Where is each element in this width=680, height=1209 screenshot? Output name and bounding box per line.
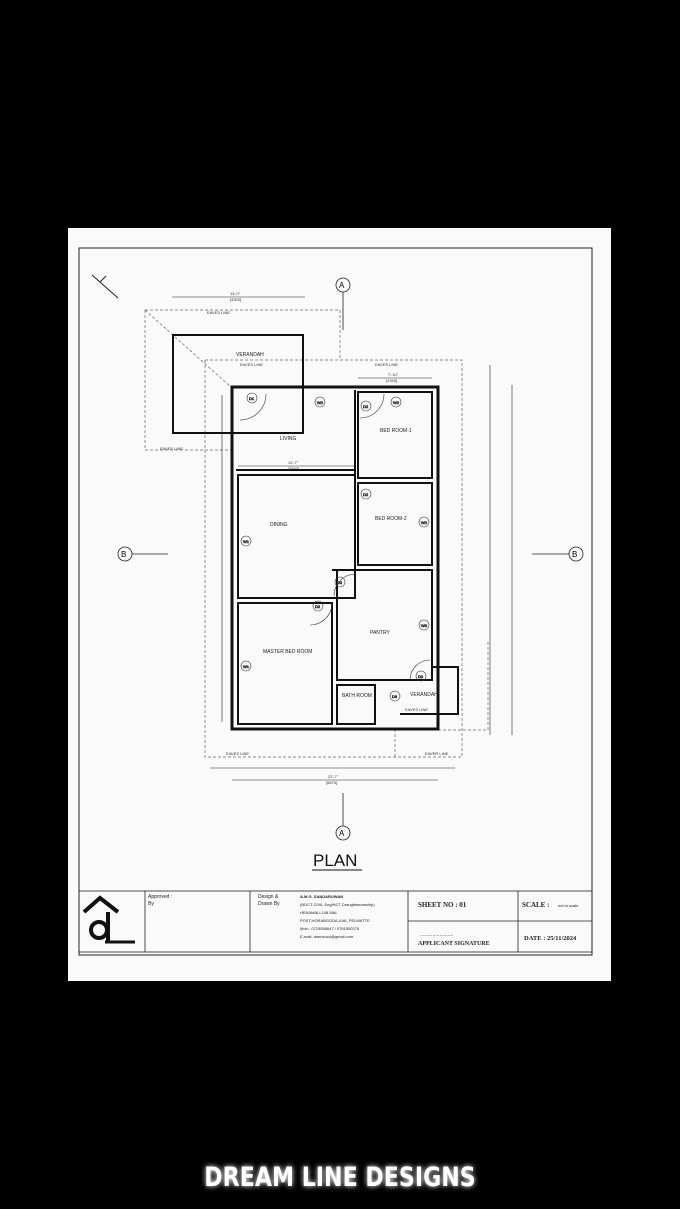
- section-a-bottom: A: [339, 829, 345, 838]
- svg-text:D1: D1: [249, 396, 255, 401]
- sheet-number: SHEET NO : 01: [418, 901, 467, 909]
- designer-name: A.M.G. SANDARUWAN: [300, 894, 344, 899]
- approved-label: Approved :: [148, 894, 173, 900]
- dim-text: 7'-10": [388, 372, 399, 377]
- door-swings: [239, 393, 431, 681]
- eaves-label: EAVES LINE: [240, 362, 263, 367]
- dimension-lines: [172, 296, 513, 781]
- dim-text: [2340]: [386, 378, 397, 383]
- drawn-label: Drawn By: [258, 901, 280, 907]
- section-b-right: B: [572, 550, 577, 559]
- room-master: MASTER BED ROOM: [263, 649, 312, 655]
- by-label: By: [148, 901, 154, 907]
- drawing-sheet: [68, 228, 611, 981]
- dim-text: 12'-7": [288, 460, 299, 465]
- room-bath: BATH ROOM: [342, 693, 372, 699]
- room-bed2: BED ROOM-2: [375, 516, 407, 522]
- sheet-border: [78, 247, 593, 956]
- eaves-label: EAVES LINE: [375, 362, 398, 367]
- svg-text:W1: W1: [243, 664, 250, 669]
- mobile: Mob:- 0715556647 / 0781500275: [300, 926, 360, 931]
- address-line1: HENAMALL148 MAL: [300, 910, 338, 915]
- company-logo: [82, 895, 135, 944]
- svg-text:D2: D2: [363, 492, 369, 497]
- svg-text:W3: W3: [421, 623, 428, 628]
- dim-text: [3860]: [288, 466, 299, 471]
- room-verandah-front: VERANDAH: [236, 352, 264, 358]
- dim-text: 22'-7": [328, 774, 339, 779]
- date: DATE : 25/11/2024: [524, 935, 577, 942]
- svg-text:D2: D2: [418, 674, 424, 679]
- svg-text:D3: D3: [392, 694, 398, 699]
- svg-text:W1: W1: [243, 539, 250, 544]
- design-label: Design &: [258, 894, 279, 900]
- room-bed1: BED ROOM-1: [380, 428, 412, 434]
- address-line2: POST,HORABGODA,UVA, PELWATTE.: [300, 918, 371, 923]
- svg-text:D2: D2: [363, 404, 369, 409]
- room-living: LIVING: [280, 436, 297, 442]
- signature-line: ........................: [420, 932, 454, 938]
- section-markers: [117, 277, 584, 841]
- svg-text:W2: W2: [317, 400, 324, 405]
- scale-label: SCALE :: [522, 901, 550, 909]
- dim-text: [4300]: [230, 297, 241, 302]
- north-arrow-icon: [91, 274, 119, 299]
- eaves-label: EAVES LINE: [160, 446, 183, 451]
- dim-text: 14'-0": [230, 291, 241, 296]
- email: E-mail- dsensucd@gmail.com: [300, 934, 354, 939]
- applicant-signature-label: APPLICANT SIGNATURE: [418, 941, 490, 947]
- room-pantry: PANTRY: [370, 630, 390, 636]
- window-markers: D1 W2 D2 W2 D2 W2 W1 D2 D2 W3 W1 D2 D3: [240, 392, 430, 702]
- svg-text:D2: D2: [315, 604, 321, 609]
- dim-text: [6875]: [326, 780, 337, 785]
- section-a-top: A: [339, 281, 345, 290]
- eaves-label: EAVER LINE: [425, 751, 449, 756]
- scale-value: not to scale: [558, 903, 579, 908]
- eaves-label: EAVES LINE: [405, 707, 428, 712]
- title-block: [78, 890, 593, 953]
- section-b-left: B: [121, 550, 126, 559]
- eaves-label: EAVES LINE: [207, 310, 230, 315]
- plan-title: PLAN: [313, 851, 357, 870]
- brand-watermark: DREAM LINE DESIGNS: [204, 1162, 476, 1193]
- room-verandah-back: VERANDAH: [410, 692, 438, 698]
- svg-text:D2: D2: [337, 580, 343, 585]
- walls: [172, 334, 459, 731]
- room-dining: DINING: [270, 522, 288, 528]
- eaves-label: EAVES LINE: [226, 751, 249, 756]
- svg-text:W2: W2: [421, 520, 428, 525]
- svg-text:W2: W2: [393, 400, 400, 405]
- eaves-lines: [144, 309, 489, 758]
- designer-quals: (NDCT CIVIL Eng/NCT Draughtsmanship): [300, 902, 375, 907]
